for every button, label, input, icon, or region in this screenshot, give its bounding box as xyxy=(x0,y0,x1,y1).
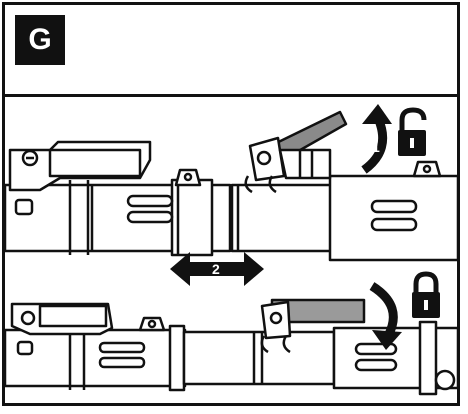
end-knob xyxy=(434,369,456,391)
middle-tube-bottom xyxy=(182,330,336,386)
padlock-open-icon xyxy=(398,107,427,156)
padlock-closed-icon xyxy=(412,271,440,318)
inner-tube-top xyxy=(230,183,334,253)
panel-header: G xyxy=(5,5,457,97)
step-letter-badge: G xyxy=(15,15,65,65)
double-arrow-icon xyxy=(170,252,264,286)
callout-number-1: 1 xyxy=(372,139,380,155)
left-tube-bottom xyxy=(5,328,187,388)
curved-arrow-icon xyxy=(369,282,402,350)
top-pole-assembly xyxy=(5,110,457,262)
curved-arrow-icon xyxy=(361,104,392,174)
callout-number-2: 2 xyxy=(212,261,220,277)
callout-number-3: 3 xyxy=(381,309,389,325)
grip-slot xyxy=(126,194,174,208)
